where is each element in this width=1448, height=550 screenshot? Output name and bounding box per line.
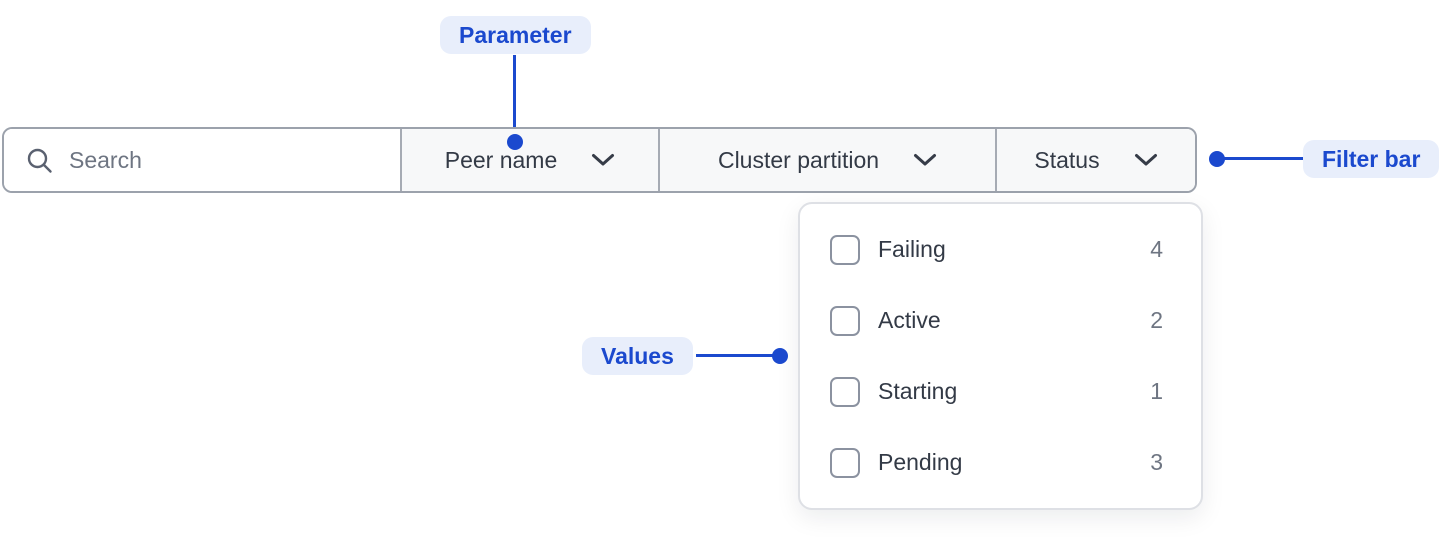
search-input[interactable] — [69, 146, 382, 174]
dropdown-option-failing[interactable]: Failing 4 — [830, 214, 1163, 285]
option-label: Pending — [878, 449, 963, 475]
option-count: 2 — [1150, 307, 1163, 333]
checkbox[interactable] — [830, 376, 860, 407]
filter-bar-connector-dot — [1209, 151, 1225, 167]
checkbox[interactable] — [830, 305, 860, 336]
checkbox[interactable] — [830, 234, 860, 265]
filter-bar-connector-line — [1217, 157, 1303, 160]
chevron-down-icon — [592, 154, 615, 166]
checkbox[interactable] — [830, 447, 860, 478]
values-connector-dot — [772, 348, 788, 364]
filter-param-label: Status — [1034, 146, 1100, 173]
annotation-filter-bar-label: Filter bar — [1303, 140, 1440, 178]
filter-param-cluster-partition[interactable]: Cluster partition — [658, 129, 995, 191]
option-count: 1 — [1150, 378, 1163, 404]
status-dropdown-panel: Failing 4 Active 2 Starting 1 Pending 3 — [798, 202, 1203, 510]
chevron-down-icon — [1134, 154, 1157, 166]
search-icon — [27, 148, 52, 173]
parameter-connector-line — [513, 55, 516, 142]
values-connector-line — [696, 354, 776, 357]
filter-param-label: Peer name — [444, 146, 558, 173]
filter-param-status[interactable]: Status — [995, 129, 1195, 191]
option-count: 3 — [1150, 449, 1163, 475]
filter-bar: Peer name Cluster partition Status — [2, 127, 1197, 193]
filter-param-peer-name[interactable]: Peer name — [400, 129, 658, 191]
filter-param-label: Cluster partition — [717, 146, 880, 173]
option-label: Active — [878, 307, 941, 333]
annotation-parameter-label: Parameter — [440, 16, 591, 54]
search-section — [4, 129, 400, 191]
dropdown-option-active[interactable]: Active 2 — [830, 285, 1163, 356]
parameter-connector-dot — [507, 134, 523, 150]
chevron-down-icon — [914, 154, 937, 166]
annotation-values-label: Values — [582, 337, 693, 375]
dropdown-option-pending[interactable]: Pending 3 — [830, 427, 1163, 498]
option-label: Starting — [878, 378, 958, 404]
option-label: Failing — [878, 236, 946, 262]
option-count: 4 — [1150, 236, 1163, 262]
dropdown-option-starting[interactable]: Starting 1 — [830, 356, 1163, 427]
